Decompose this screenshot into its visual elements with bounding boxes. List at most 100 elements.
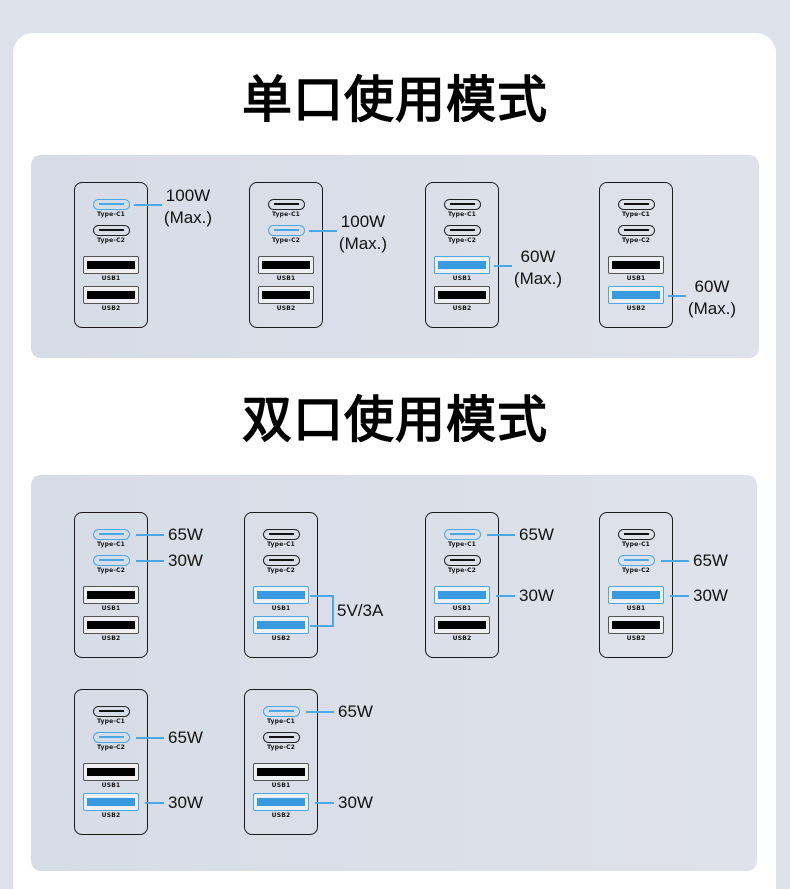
output-wattage-c1: 65W (168, 525, 203, 544)
usb-c-port-c1-active (444, 528, 481, 540)
leader-line (661, 560, 689, 562)
output-wattage-c2: 30W (168, 551, 203, 570)
usb-a-port-a1-active (608, 586, 664, 604)
usb-c-port-c2-active (268, 224, 305, 236)
port-label-a2: USB2 (101, 635, 121, 642)
output-wattage: 100W (165, 186, 211, 205)
leader-line (494, 265, 512, 267)
port-label-a1: USB1 (276, 275, 296, 282)
port-label-c2: Type-C2 (447, 566, 477, 574)
usb-a-port-a2 (608, 616, 664, 634)
port-label-c1: Type-C1 (266, 717, 296, 725)
usb-a-port-a1-active (434, 586, 490, 604)
port-label-c1: Type-C1 (447, 540, 477, 548)
leader-line (309, 230, 337, 232)
port-label-a1: USB1 (101, 275, 121, 282)
usb-c-port-c2 (618, 224, 655, 236)
leader-line (136, 560, 164, 562)
usb-c-port-c1 (444, 198, 481, 210)
port-label-c1: Type-C1 (621, 210, 651, 218)
usb-a-port-a1 (83, 763, 139, 781)
output-max-note: (Max.) (163, 208, 213, 227)
shared-output: 5V/3A (337, 601, 384, 620)
port-label-a1: USB1 (452, 605, 472, 612)
port-label-a2: USB2 (626, 635, 646, 642)
usb-c-port-c2-active (93, 554, 130, 566)
output-wattage-a1: 30W (693, 586, 728, 605)
single-port-mode-title: 单口使用模式 (242, 71, 548, 129)
output-max-note: (Max.) (687, 299, 737, 318)
output-wattage-c1: 65W (519, 525, 554, 544)
port-label-a2: USB2 (626, 305, 646, 312)
usb-a-port-a1 (83, 256, 139, 274)
port-label-c2: Type-C2 (96, 743, 126, 751)
usb-c-port-c2 (444, 554, 481, 566)
usb-c-port-c2-active (93, 731, 130, 743)
output-wattage-a1: 30W (519, 586, 554, 605)
usb-a-port-a2-active (253, 793, 309, 811)
port-label-c2: Type-C2 (271, 236, 301, 244)
usb-a-port-a1-active (434, 256, 490, 274)
usb-a-port-a2-active (253, 616, 309, 634)
port-label-c1: Type-C1 (96, 717, 126, 725)
usb-c-port-c1-active (93, 528, 130, 540)
output-max-note: (Max.) (513, 269, 563, 288)
usb-a-port-a1-active (253, 586, 309, 604)
usb-a-port-a2 (258, 286, 314, 304)
port-label-c1: Type-C1 (266, 540, 296, 548)
port-label-a2: USB2 (101, 812, 121, 819)
leader-line (487, 534, 515, 536)
bracket-vertical (332, 595, 334, 627)
port-label-c1: Type-C1 (447, 210, 477, 218)
usb-a-port-a2 (434, 616, 490, 634)
usb-a-port-a2 (83, 286, 139, 304)
leader-line (668, 295, 686, 297)
usb-a-port-a2 (83, 616, 139, 634)
output-wattage-c2: 65W (693, 551, 728, 570)
usb-c-port-c1 (268, 198, 305, 210)
usb-c-port-c1 (93, 705, 130, 717)
usb-c-port-c1 (263, 528, 300, 540)
leader-line (134, 204, 162, 206)
port-label-c1: Type-C1 (96, 210, 126, 218)
usb-c-port-c1-active (93, 198, 130, 210)
leader-line (136, 534, 164, 536)
usb-a-port-a2-active (83, 793, 139, 811)
port-label-c2: Type-C2 (621, 566, 651, 574)
port-label-a2: USB2 (452, 635, 472, 642)
usb-c-port-c1-active (263, 705, 300, 717)
usb-c-port-c1 (618, 528, 655, 540)
output-wattage: 60W (520, 247, 556, 266)
bracket-bottom (310, 625, 333, 627)
leader-line (670, 595, 689, 597)
usb-a-port-a1 (253, 763, 309, 781)
usb-c-port-c2 (263, 554, 300, 566)
bracket-top (310, 595, 333, 597)
usb-a-port-a2 (434, 286, 490, 304)
usb-c-port-c2 (444, 224, 481, 236)
port-label-a1: USB1 (101, 605, 121, 612)
leader-line (306, 711, 334, 713)
port-label-a2: USB2 (101, 305, 121, 312)
leader-line (496, 595, 515, 597)
port-label-c2: Type-C2 (266, 566, 296, 574)
port-label-c2: Type-C2 (96, 236, 126, 244)
usb-c-port-c1 (618, 198, 655, 210)
port-label-c2: Type-C2 (96, 566, 126, 574)
output-max-note: (Max.) (338, 234, 388, 253)
port-label-c1: Type-C1 (271, 210, 301, 218)
port-label-c2: Type-C2 (447, 236, 477, 244)
leader-line (145, 802, 164, 804)
port-label-a2: USB2 (276, 305, 296, 312)
output-wattage: 100W (340, 212, 386, 231)
usb-c-port-c2-active (618, 554, 655, 566)
usb-c-port-c2 (93, 224, 130, 236)
